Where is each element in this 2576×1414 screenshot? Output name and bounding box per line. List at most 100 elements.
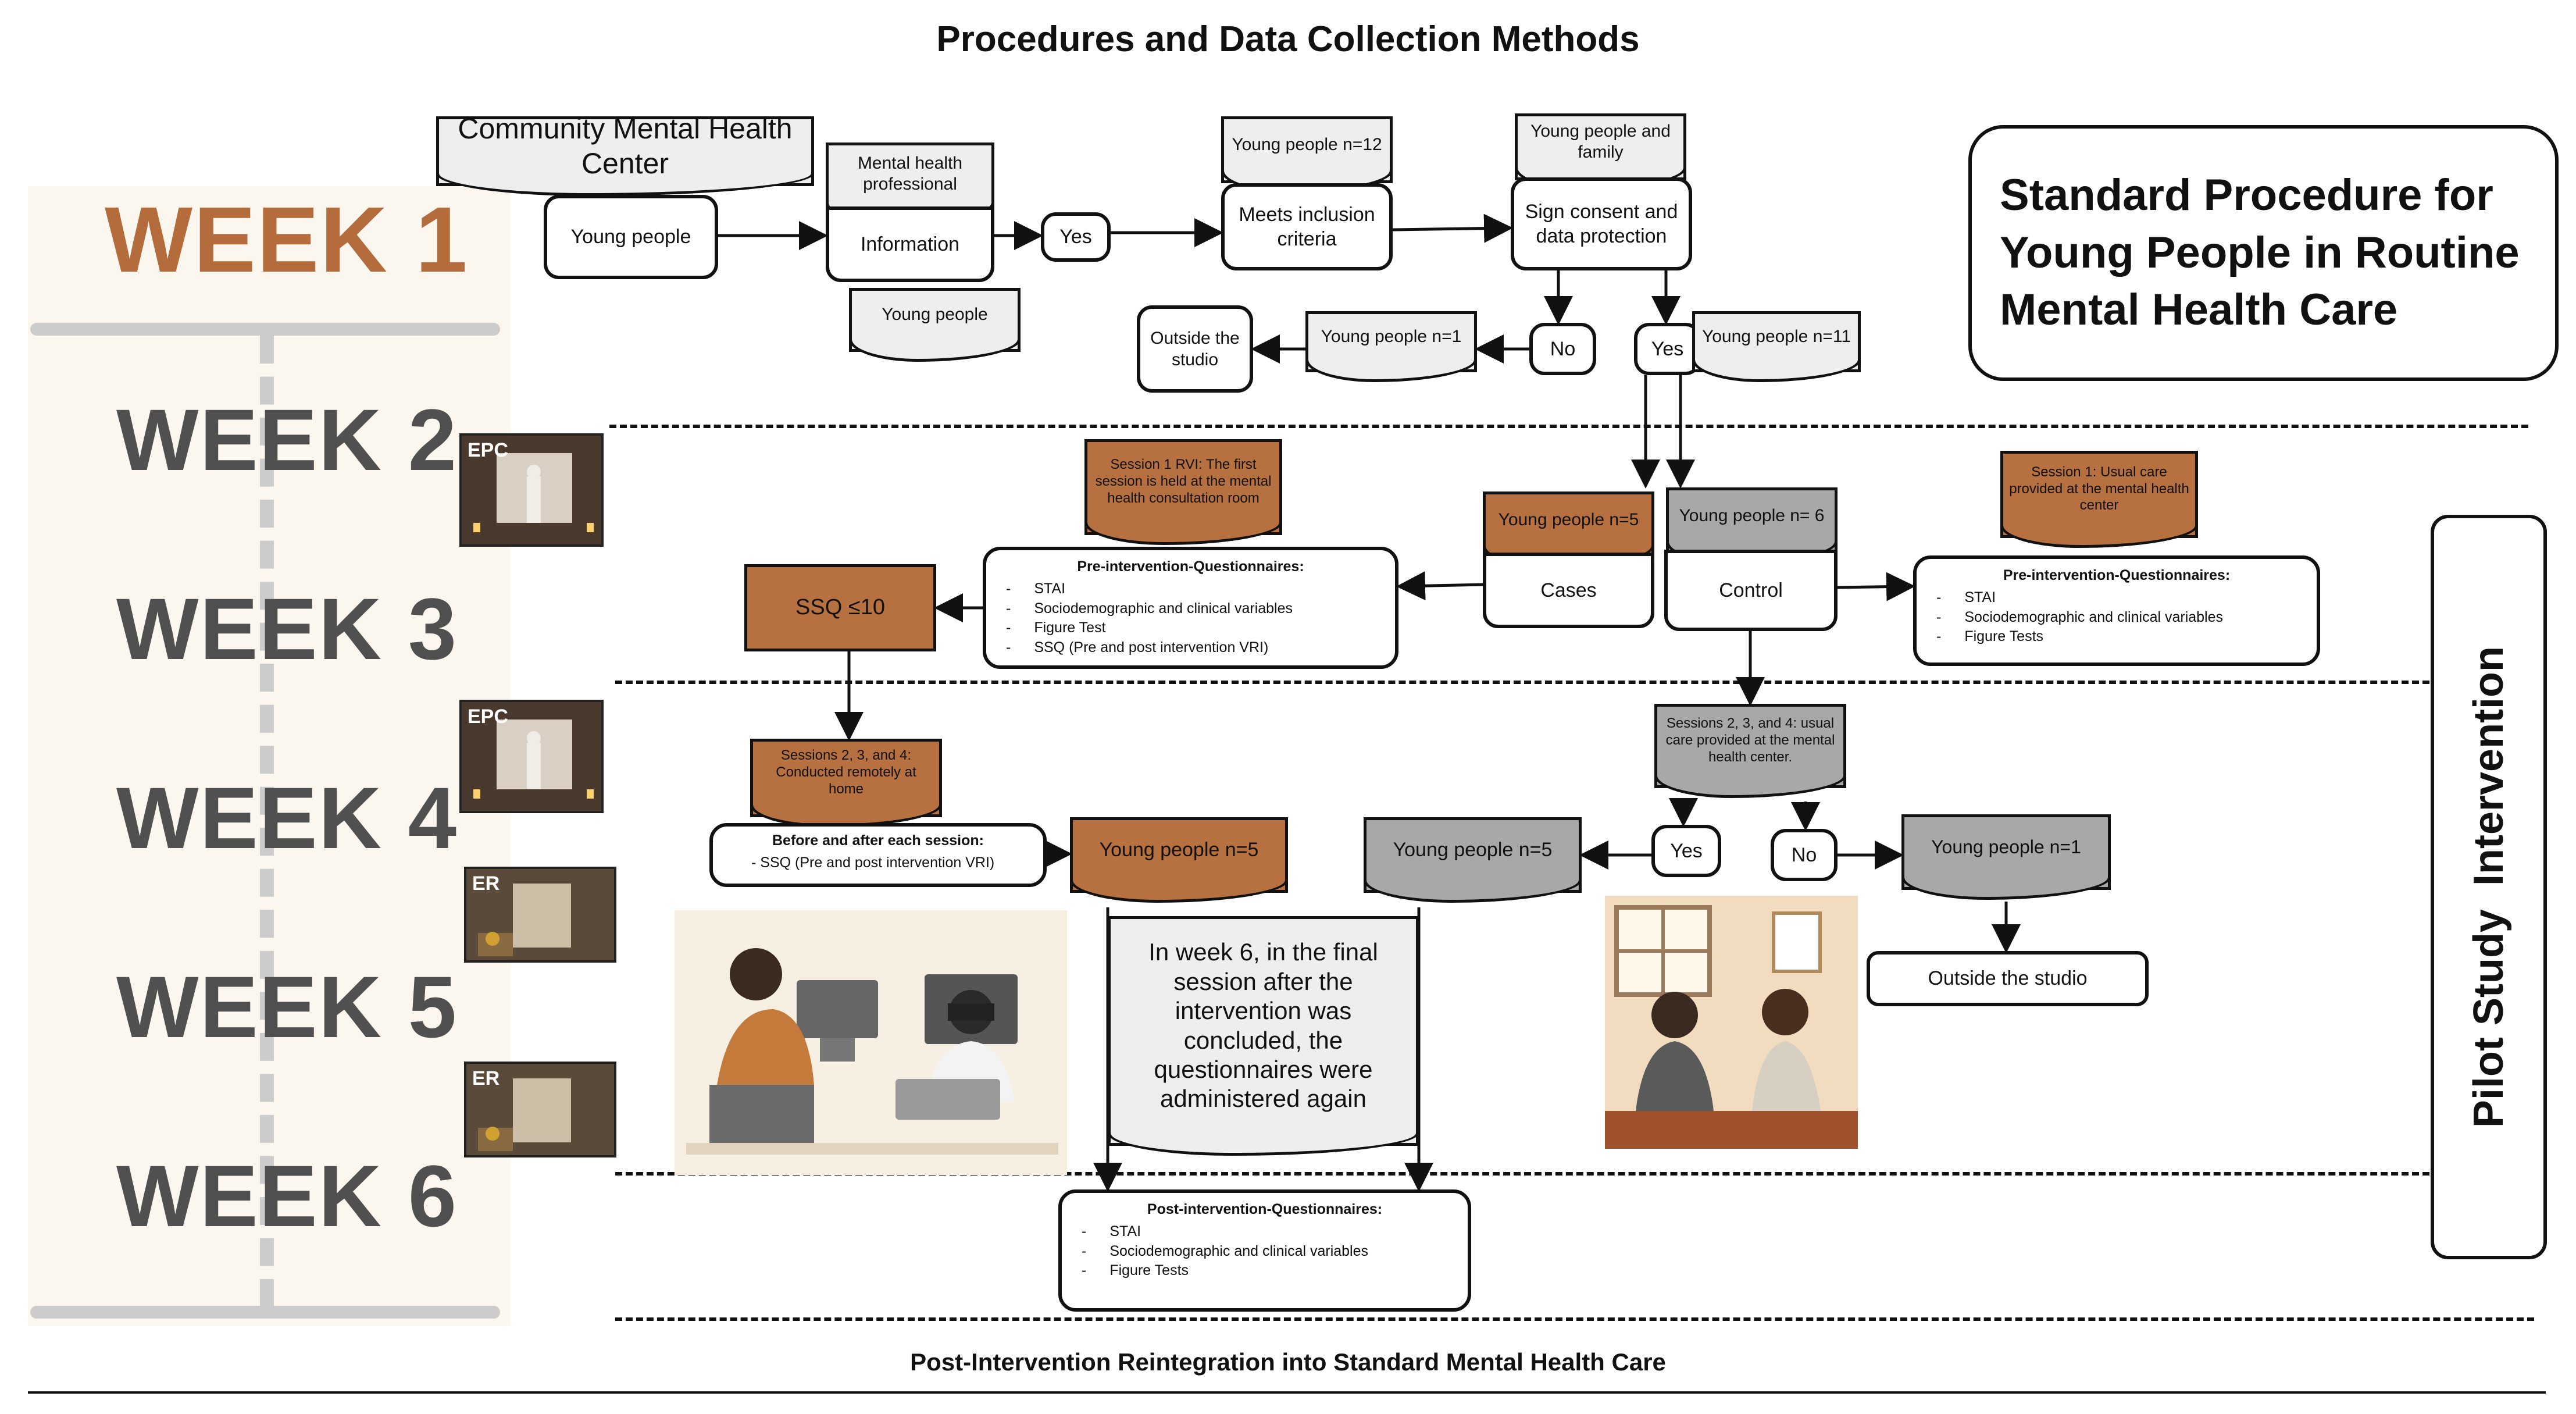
yp-n1-b-label: Young people n=1: [1931, 836, 2081, 857]
before-after-title: Before and after each session:: [772, 832, 984, 849]
standard-procedure-box: Standard Procedure for Young People in R…: [1968, 125, 2559, 381]
arrow: [1392, 213, 1513, 243]
epc-label: EPC: [468, 439, 508, 461]
pre-questionnaires-control: Pre-intervention-Questionnaires: STAI So…: [1913, 555, 2320, 666]
pre-q-cases-item: SSQ (Pre and post intervention VRI): [1006, 638, 1381, 658]
pilot-study-box: Pilot Study Intervention: [2431, 515, 2547, 1259]
page-title: Procedures and Data Collection Methods: [936, 19, 1640, 59]
pre-questionnaires-cases: Pre-intervention-Questionnaires: STAI So…: [983, 547, 1398, 669]
no-box-2: No: [1771, 829, 1838, 881]
young-people-doc: Young people: [849, 288, 1021, 362]
outside-studio-box-2: Outside the studio: [1867, 951, 2149, 1006]
week-6-label: WEEK 6: [116, 1147, 458, 1245]
yes-label-3: Yes: [1670, 839, 1703, 862]
sessions-usual-doc: Sessions 2, 3, and 4: usual care provide…: [1654, 704, 1846, 798]
pre-q-cases-item: Figure Test: [1006, 618, 1381, 638]
outside-studio-label-2: Outside the studio: [1928, 967, 2088, 990]
pre-q-control-item: Figure Tests: [1936, 627, 2303, 647]
usual-care-illustration: [1605, 896, 1858, 1149]
sessions-remote-doc: Sessions 2, 3, and 4: Conducted remotely…: [750, 739, 942, 827]
cases-label: Cases: [1540, 579, 1597, 601]
er-thumbnail-1: ER: [464, 867, 616, 963]
post-q-item: Figure Tests: [1082, 1261, 1454, 1281]
epc-label: EPC: [468, 706, 508, 728]
community-center-doc: Community Mental Health Center: [436, 112, 814, 196]
no-label-1: No: [1550, 337, 1576, 360]
standard-procedure-title: Standard Procedure for Young People in R…: [2000, 170, 2520, 335]
meets-criteria-box: Meets inclusion criteria: [1221, 183, 1393, 270]
yp-n12-doc: Young people n=12: [1221, 116, 1393, 193]
yp-n5-cases-doc: Young people n=5: [1483, 491, 1654, 568]
no-label-2: No: [1791, 843, 1817, 866]
remote-session-image: [686, 948, 1058, 1155]
session1-usual-doc: Session 1: Usual care provided at the me…: [2000, 451, 2198, 548]
post-q-item: Sociodemographic and clinical variables: [1082, 1242, 1454, 1262]
week-5-label: WEEK 5: [116, 958, 458, 1056]
ssq-box: SSQ ≤10: [744, 564, 936, 651]
young-people-box: Young people: [544, 195, 718, 279]
er-label: ER: [472, 872, 500, 895]
sessions-usual-label: Sessions 2, 3, and 4: usual care provide…: [1665, 715, 1835, 765]
usual-care-image: [1605, 905, 1858, 1149]
er-label: ER: [472, 1067, 500, 1089]
separator-week3-4: [615, 681, 2429, 684]
week-2-label: WEEK 2: [116, 391, 458, 489]
pre-q-control-item: STAI: [1936, 588, 2303, 608]
meets-criteria-label: Meets inclusion criteria: [1239, 203, 1375, 251]
post-q-item: STAI: [1082, 1222, 1454, 1242]
pilot-study-label: Pilot Study Intervention: [2466, 646, 2513, 1128]
footer-text: Post-Intervention Reintegration into Sta…: [910, 1348, 1666, 1376]
outside-studio-label-1: Outside the studio: [1150, 328, 1240, 370]
separator-week5-6: [615, 1172, 2429, 1176]
yes-label-1: Yes: [1059, 226, 1092, 248]
young-people-doc-label: Young people: [882, 305, 988, 324]
separator-footer: [615, 1317, 2534, 1321]
pre-q-cases-title: Pre-intervention-Questionnaires:: [1077, 558, 1304, 575]
yp-n5-b-label: Young people n=5: [1393, 838, 1553, 861]
pre-q-cases-item: STAI: [1006, 579, 1381, 599]
yp-n6-label: Young people n= 6: [1679, 505, 1825, 525]
session1-rvi-doc: Session 1 RVI: The first session is held…: [1084, 439, 1282, 545]
timeline-dashes: [260, 336, 274, 1307]
timeline-top-bar: [30, 323, 500, 336]
information-label: Information: [860, 233, 960, 255]
pre-q-control-item: Sociodemographic and clinical variables: [1936, 608, 2303, 628]
remote-session-illustration: [675, 910, 1067, 1175]
yp-n11-doc: Young people n=11: [1692, 311, 1861, 382]
yp-family-doc: Young people and family: [1515, 113, 1686, 190]
yp-n11-label: Young people n=11: [1701, 326, 1851, 346]
control-box: Control: [1664, 550, 1838, 631]
arrow: [1837, 572, 1915, 601]
separator-week1-2: [609, 425, 2528, 428]
sessions-remote-label: Sessions 2, 3, and 4: Conducted remotely…: [776, 747, 916, 797]
cases-box: Cases: [1483, 553, 1654, 628]
outside-studio-box-1: Outside the studio: [1137, 305, 1253, 393]
information-box: Information: [826, 206, 994, 282]
yp-n1-doc: Young people n=1: [1305, 311, 1477, 382]
yp-n12-label: Young people n=12: [1232, 134, 1382, 154]
week-4-label: WEEK 4: [116, 769, 458, 867]
yes-box-1: Yes: [1041, 212, 1111, 262]
yes-box-2: Yes: [1634, 323, 1701, 375]
before-after-box: Before and after each session: - SSQ (Pr…: [709, 823, 1047, 887]
sign-consent-box: Sign consent and data protection: [1511, 177, 1692, 270]
week6-note-label: In week 6, in the final session after th…: [1148, 938, 1378, 1113]
week-3-label: WEEK 3: [116, 580, 458, 678]
yes-label-2: Yes: [1651, 337, 1684, 360]
mh-professional-doc: Mental health professional: [826, 143, 994, 225]
community-center-label: Community Mental Health Center: [458, 112, 793, 180]
no-box-1: No: [1529, 323, 1596, 375]
yp-n6-doc: Young people n= 6: [1666, 487, 1838, 564]
pre-q-control-title: Pre-intervention-Questionnaires:: [2003, 567, 2231, 583]
yp-n5-a-label: Young people n=5: [1099, 838, 1259, 861]
before-after-item: - SSQ (Pre and post intervention VRI): [751, 854, 995, 871]
yp-family-label: Young people and family: [1530, 121, 1671, 162]
post-q-title: Post-intervention-Questionnaires:: [1147, 1201, 1383, 1217]
epc-thumbnail-2: EPC: [459, 700, 604, 813]
yp-n5-cases-label: Young people n=5: [1498, 510, 1639, 529]
young-people-label: Young people: [570, 226, 691, 248]
mh-professional-label: Mental health professional: [857, 153, 963, 194]
yp-n5-b-doc: Young people n=5: [1364, 817, 1582, 903]
sign-consent-label: Sign consent and data protection: [1525, 200, 1678, 248]
yp-n5-a-doc: Young people n=5: [1070, 817, 1288, 903]
